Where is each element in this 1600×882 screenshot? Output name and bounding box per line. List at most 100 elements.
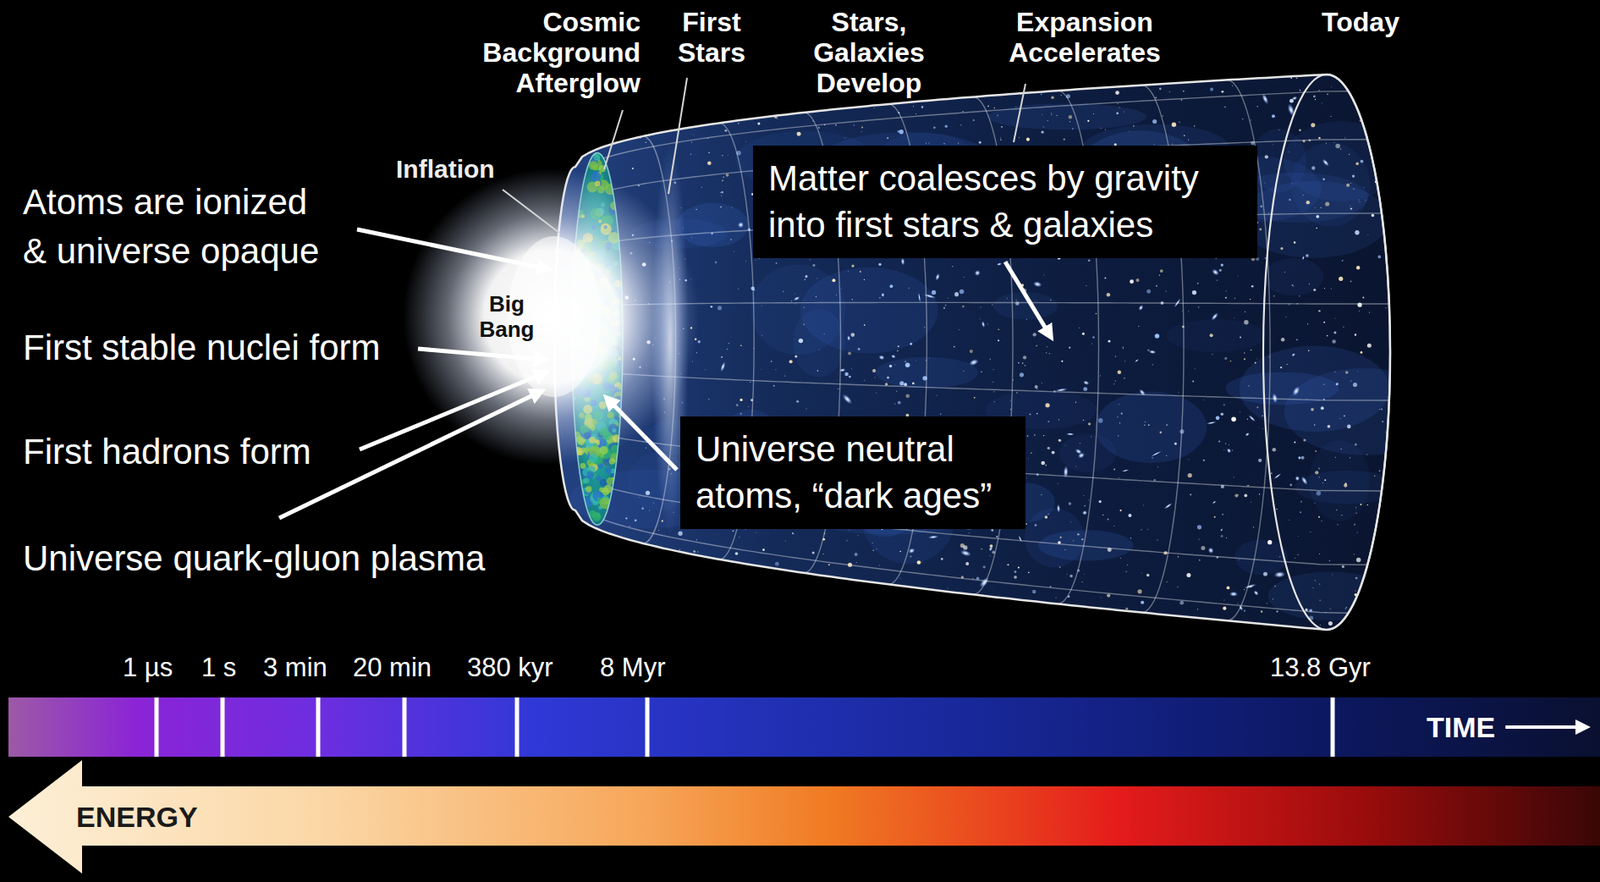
star-dot — [796, 400, 799, 403]
star-dot — [1318, 137, 1321, 140]
star-dot — [1099, 500, 1102, 503]
star-dot — [1319, 207, 1321, 209]
star-dot — [1022, 355, 1027, 359]
star-dot — [847, 270, 849, 272]
star-dot — [1148, 423, 1150, 426]
star-dot — [1118, 477, 1120, 479]
star-dot — [1106, 292, 1111, 297]
star-dot — [1177, 555, 1179, 557]
star-dot — [1336, 523, 1338, 525]
star-dot — [1343, 414, 1346, 417]
star-dot — [1072, 127, 1074, 130]
star-dot — [785, 539, 787, 541]
star-dot — [1365, 113, 1368, 116]
star-dot — [1363, 118, 1369, 123]
star-dot — [1083, 573, 1085, 575]
star-dot — [1237, 275, 1239, 277]
star-dot — [1028, 457, 1029, 459]
star-dot — [951, 265, 953, 267]
era-label: Cosmic Background Afterglow — [482, 6, 641, 99]
pointer-arrow — [417, 348, 546, 360]
star-dot — [1159, 87, 1162, 91]
star-dot — [1380, 126, 1382, 128]
star-dot — [1310, 122, 1315, 127]
galaxy — [1210, 267, 1221, 277]
star-dot — [837, 388, 839, 390]
star-dot — [1341, 448, 1342, 450]
star-dot — [1335, 143, 1341, 149]
cmb-spot — [605, 467, 612, 473]
star-dot — [1000, 138, 1001, 140]
star-dot — [1082, 332, 1085, 336]
star-dot — [1192, 290, 1197, 295]
star-dot — [1243, 319, 1249, 325]
star-dot — [962, 110, 963, 112]
star-dot — [802, 323, 805, 325]
galaxy — [1206, 545, 1215, 555]
star-dot — [1051, 450, 1056, 455]
star-dot — [995, 535, 998, 538]
cmb-spot — [588, 160, 599, 171]
star-dot — [1083, 419, 1084, 421]
star-dot — [1234, 493, 1238, 497]
star-dot — [1220, 528, 1223, 531]
star-dot — [720, 195, 722, 197]
nebula-haze — [1263, 258, 1324, 296]
star-dot — [775, 368, 776, 370]
pointer-arrow — [279, 390, 542, 518]
galaxy — [1081, 509, 1089, 517]
star-dot — [692, 549, 696, 553]
galaxy — [1290, 351, 1296, 358]
star-dot — [1135, 278, 1139, 282]
star-dot — [1085, 285, 1087, 286]
star-dot — [1280, 366, 1282, 369]
star-dot — [1182, 90, 1184, 92]
star-dot — [1234, 297, 1236, 299]
star-dot — [735, 551, 739, 556]
star-dot — [890, 284, 894, 288]
star-dot — [1320, 406, 1325, 410]
star-dot — [1369, 628, 1371, 631]
star-dot — [1309, 531, 1311, 533]
star-dot — [1259, 228, 1262, 231]
star-dot — [1243, 357, 1246, 360]
star-dot — [1278, 129, 1280, 131]
pointer-arrow — [606, 397, 677, 470]
star-dot — [1319, 599, 1320, 601]
star-dot — [784, 374, 786, 376]
star-dot — [632, 167, 634, 170]
star-dot — [1041, 114, 1043, 116]
star-dot — [933, 126, 936, 129]
star-dot — [1324, 384, 1326, 385]
star-dot — [1043, 434, 1045, 436]
star-dot — [1069, 574, 1073, 578]
star-dot — [1345, 607, 1348, 610]
star-dot — [1324, 478, 1326, 481]
star-dot — [1311, 165, 1315, 170]
cmb-spot — [586, 471, 594, 479]
star-dot — [1098, 417, 1104, 424]
energy-arrow: ENERGY — [0, 757, 1600, 876]
star-dot — [1355, 162, 1359, 166]
star-dot — [1176, 586, 1178, 588]
leader-line — [502, 189, 560, 233]
star-dot — [973, 396, 976, 399]
star-dot — [721, 154, 723, 156]
axis-title: ENERGY — [76, 799, 198, 835]
axis-title: TIME — [1426, 709, 1496, 745]
star-dot — [1259, 204, 1263, 208]
galaxy — [923, 292, 937, 300]
star-dot — [979, 318, 981, 319]
star-dot — [1068, 501, 1073, 506]
star-dot — [1046, 346, 1048, 347]
galaxy — [980, 320, 986, 329]
star-dot — [905, 393, 910, 398]
star-dot — [1081, 538, 1084, 540]
star-dot — [1013, 575, 1018, 579]
star-dot — [1225, 296, 1227, 299]
big-bang-glow — [402, 168, 699, 465]
star-dot — [885, 382, 888, 385]
star-dot — [824, 333, 825, 335]
star-dot — [629, 525, 631, 527]
